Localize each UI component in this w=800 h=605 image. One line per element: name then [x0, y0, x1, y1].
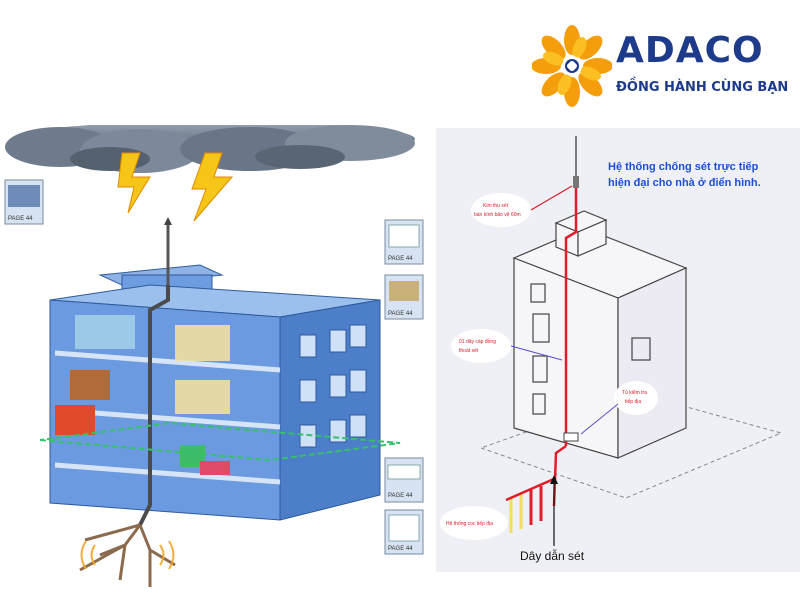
callout-copper-cable: 01 dây cáp đồng thoát sét [451, 329, 563, 363]
page-thumbnail[interactable]: PAGE 44 [384, 274, 424, 320]
page-thumbnail[interactable]: PAGE 44 [384, 457, 424, 503]
diagram-subtitle: hiện đại cho nhà ở điển hình. [608, 177, 761, 189]
diagram-title: Hệ thống chống sét trực tiếp [608, 161, 759, 173]
brand-name: ADACO [616, 30, 764, 71]
svg-text:Hệ thống cọc tiếp địa: Hệ thống cọc tiếp địa [446, 521, 493, 527]
page-ref-label: PAGE 44 [388, 493, 413, 499]
callout-air-terminal: Kim thu sét bán kính bảo vệ 60m [471, 185, 573, 227]
svg-text:Tủ kiểm tra: Tủ kiểm tra [622, 389, 647, 396]
page-thumbnail[interactable]: PAGE 44 [384, 219, 424, 265]
svg-text:bán kính bảo vệ 60m: bán kính bảo vệ 60m [474, 212, 521, 218]
brand-logo: ADACO ĐỒNG HÀNH CÙNG BẠN [532, 22, 792, 112]
svg-text:01 dây cáp đồng: 01 dây cáp đồng [459, 339, 496, 345]
page-thumbnail[interactable]: PAGE 44 [384, 509, 424, 555]
technical-diagram: Hệ thống chống sét trực tiếp hiện đại ch… [436, 128, 800, 572]
building-outline [512, 210, 688, 459]
flower-logo-icon [532, 25, 612, 107]
page-ref-label: PAGE 44 [388, 311, 413, 317]
lightning-bolt-icon [117, 152, 234, 222]
callout-ground-rods: Hệ thống cọc tiếp địa [440, 506, 508, 540]
grounding-roots-icon [79, 523, 176, 587]
brand-tagline: ĐỒNG HÀNH CÙNG BẠN [616, 80, 789, 95]
down-conductor-line [552, 188, 578, 507]
svg-text:tiếp địa: tiếp địa [625, 399, 641, 405]
building-illustration: PAGE 44 PAGE 44 PAGE 44 PAGE 44 PAGE 44 [0, 121, 430, 600]
page-ref-label: PAGE 44 [8, 216, 33, 222]
callout-test-box: Tủ kiểm tra tiếp địa [580, 381, 658, 435]
page-thumbnail[interactable]: PAGE 44 [4, 179, 44, 225]
building-icon [49, 284, 381, 521]
test-box-icon [563, 432, 579, 442]
page-ref-label: PAGE 44 [388, 546, 413, 552]
svg-text:Kim thu sét: Kim thu sét [483, 203, 509, 209]
page-ref-label: PAGE 44 [388, 256, 413, 262]
svg-text:thoát sét: thoát sét [459, 348, 479, 354]
lightning-rod-icon [138, 217, 172, 526]
conductor-label: Dây dẫn sét [520, 548, 585, 563]
